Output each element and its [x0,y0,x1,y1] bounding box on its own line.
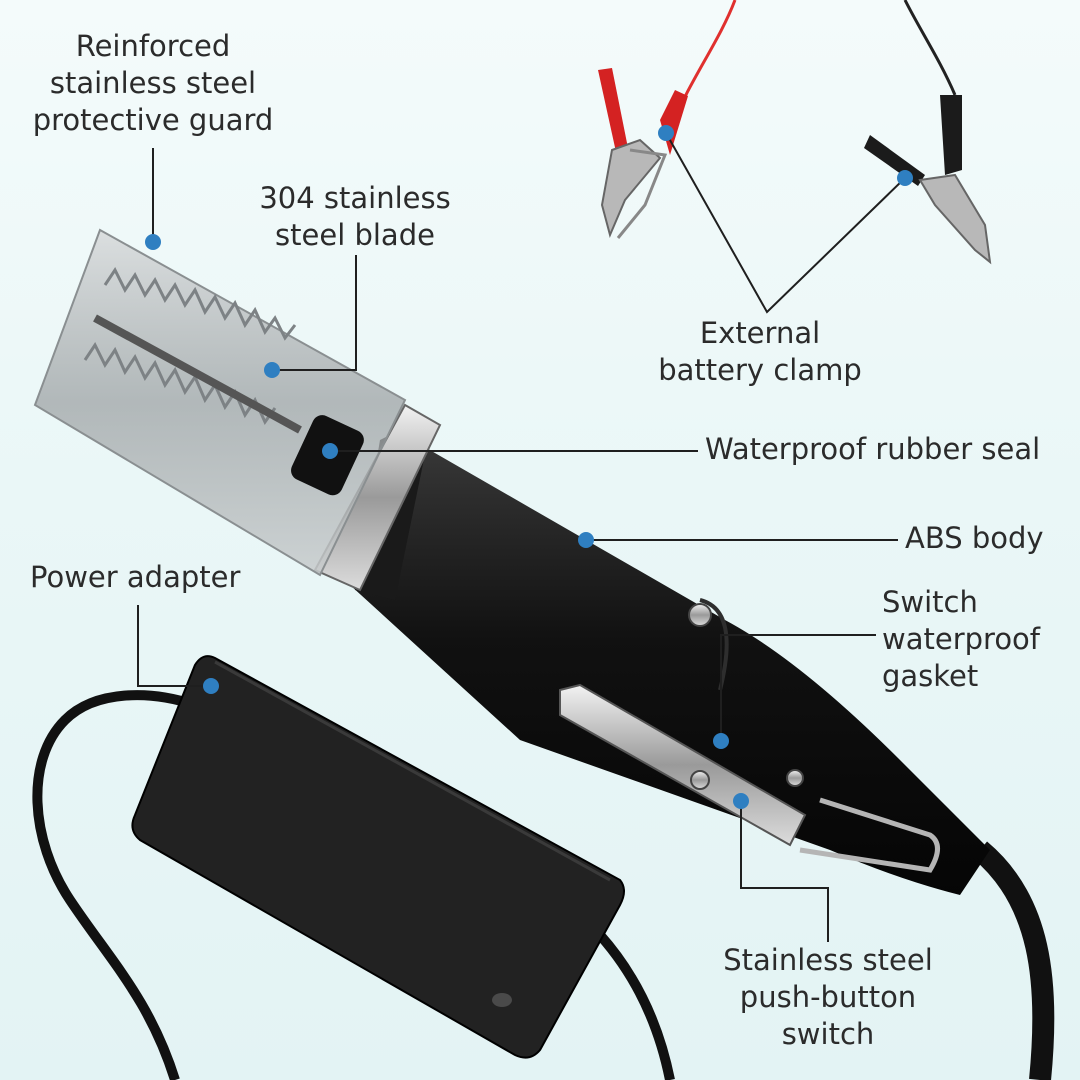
label-battery-clamp: External battery clamp [658,316,862,387]
black-clamp-icon [864,95,992,265]
dot-blade [264,362,280,378]
dot-gasket [713,733,729,749]
dot-clamp-red [658,125,674,141]
dot-clamp-black [897,170,913,186]
label-switch-gasket: Switch waterproof gasket [882,585,1041,693]
dot-switch [733,793,749,809]
main-cable [972,841,1055,1080]
leader-lines [137,132,906,942]
label-push-button-switch: Stainless steel push-button switch [723,943,933,1051]
dot-body [578,532,594,548]
callout-dots [145,125,913,809]
adapter-cable [32,690,675,1080]
label-blade: 304 stainless steel blade [259,181,451,252]
label-rubber-seal: Waterproof rubber seal [705,432,1041,466]
power-adapter-icon [131,655,625,1059]
dot-guard [145,234,161,250]
protective-guard-icon [33,228,407,577]
label-power-adapter: Power adapter [30,560,241,594]
dot-adapter [203,678,219,694]
dot-seal [322,443,338,459]
label-protective-guard: Reinforced stainless steel protective gu… [32,29,274,137]
label-abs-body: ABS body [905,521,1044,555]
red-clamp-icon [598,68,688,239]
clamp-cables [670,0,957,126]
